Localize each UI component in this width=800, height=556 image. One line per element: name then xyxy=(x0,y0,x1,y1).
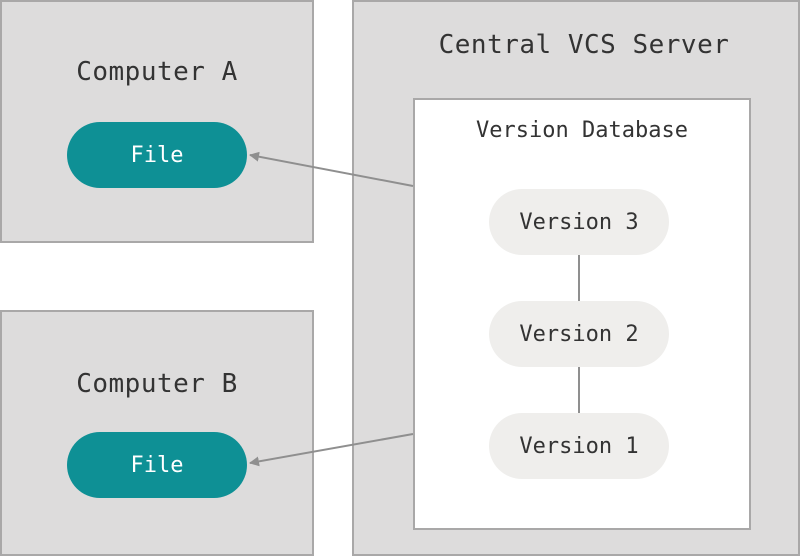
computer-b-title: Computer B xyxy=(76,369,238,399)
version-3-node: Version 3 xyxy=(489,189,669,255)
server-title: Central VCS Server xyxy=(438,30,730,60)
version-2-node: Version 2 xyxy=(489,301,669,367)
version-1-node: Version 1 xyxy=(489,413,669,479)
computer-a-title: Computer A xyxy=(76,57,238,87)
computer-a-file: File xyxy=(67,122,247,188)
version-database-title: Version Database xyxy=(476,118,688,143)
computer-b-file: File xyxy=(67,432,247,498)
computer-a-box: Computer A xyxy=(0,0,314,243)
